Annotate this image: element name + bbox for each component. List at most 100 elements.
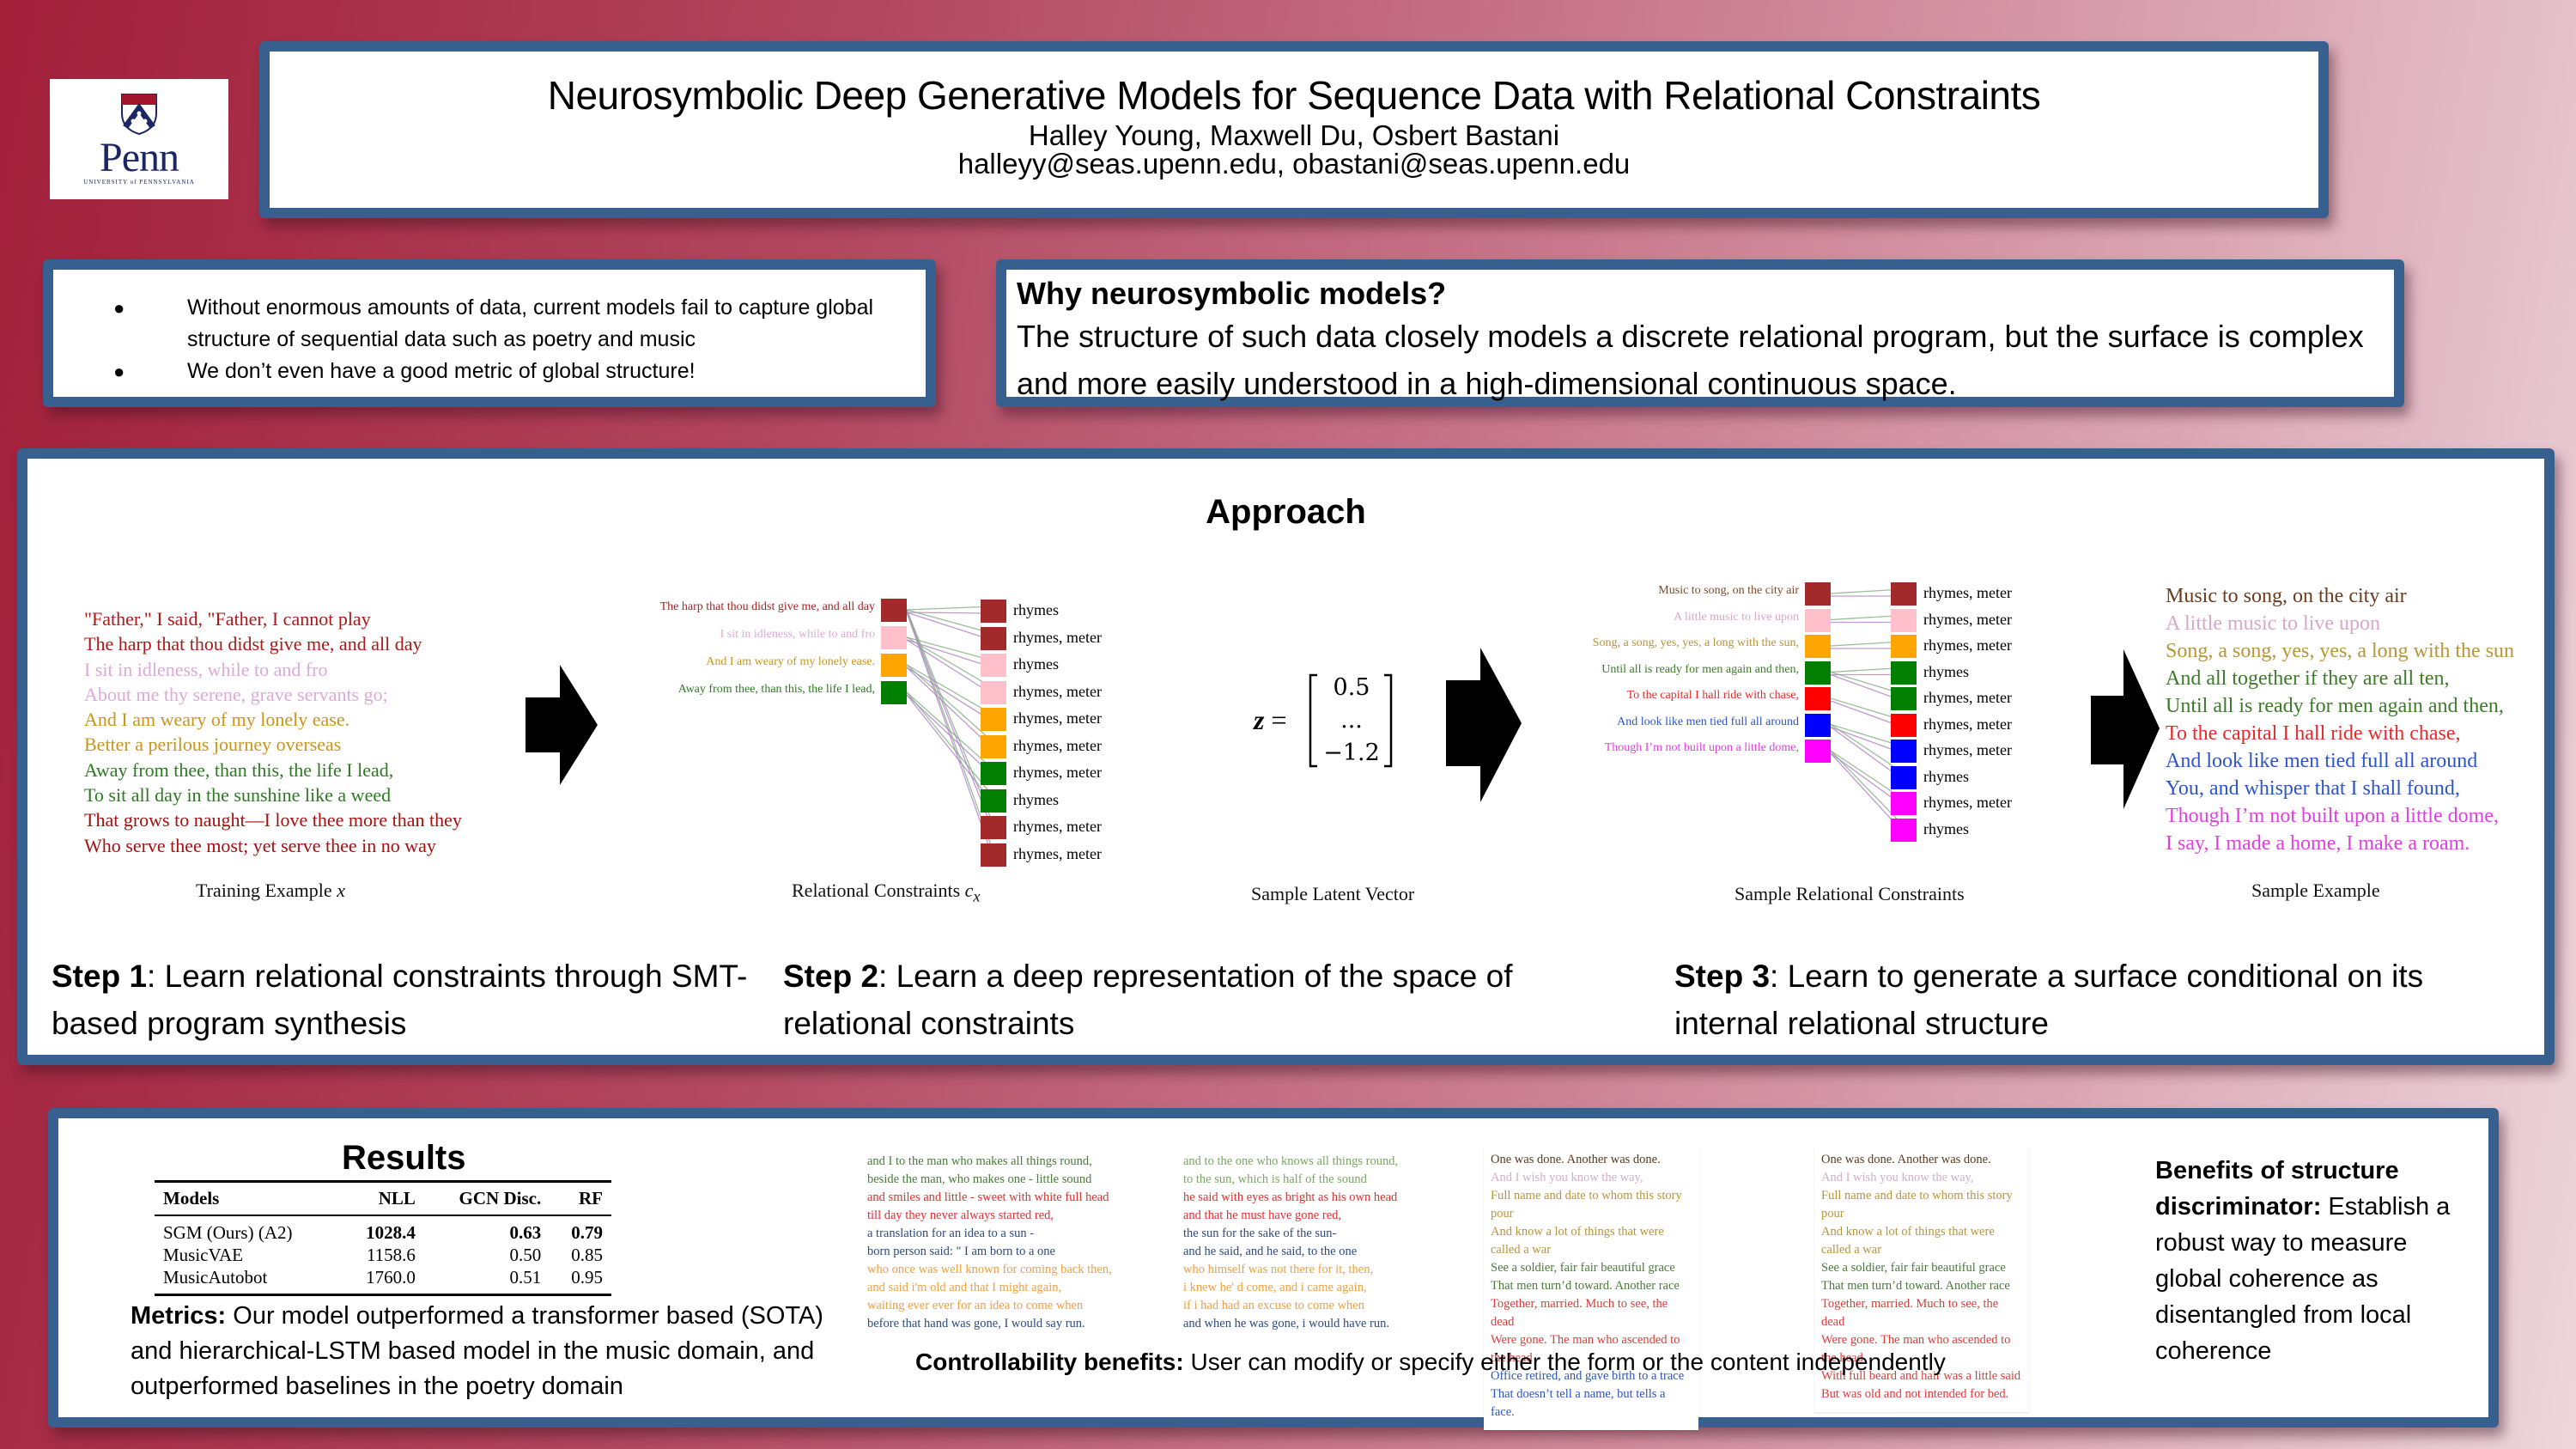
constraint-label: rhymes, meter xyxy=(1013,682,1102,700)
latent-caption: Sample Latent Vector xyxy=(1251,883,1415,904)
step-2: Step 2: Learn a deep representation of t… xyxy=(783,953,1522,1047)
constraint-label: rhymes, meter xyxy=(1013,844,1102,862)
poem-line: Full name and date to whom this story po… xyxy=(1821,1189,2013,1221)
constraint-edge xyxy=(906,612,993,857)
constraint-edge xyxy=(906,612,993,642)
constraint-node xyxy=(881,654,907,677)
poem-line: Though I’m not built upon a little dome, xyxy=(2166,805,2499,827)
arrow-right-icon xyxy=(526,665,598,785)
step-1: Step 1: Learn relational constraints thr… xyxy=(52,953,790,1047)
constraint-node xyxy=(881,681,907,704)
poem-line: Song, a song, yes, yes, a long with the … xyxy=(2166,640,2514,662)
sample-constraints-caption: Sample Relational Constraints xyxy=(1735,883,1965,904)
poem-line: and when he was gone, i would have run. xyxy=(1183,1317,1389,1330)
metrics-text: Metrics: Our model outperformed a transf… xyxy=(131,1299,860,1404)
poem-line: And look like men tied full all around xyxy=(2166,750,2478,772)
constraint-target-node xyxy=(1891,661,1917,685)
generated-poem: One was done. Another was done.And I wis… xyxy=(1814,1146,2029,1412)
constraint-node xyxy=(1805,740,1831,763)
table-cell: 0.85 xyxy=(571,1245,603,1265)
poem-line: and to the one who knows all things roun… xyxy=(1183,1154,1399,1168)
poem-line: One was done. Another was done. xyxy=(1491,1153,1661,1166)
constraint-label: rhymes, meter xyxy=(1923,794,2012,811)
constraint-target-node xyxy=(981,680,1006,704)
caption-sub: x xyxy=(973,887,981,905)
latent-var: z xyxy=(1254,704,1265,735)
poem-line: if i had had an excuse to come when xyxy=(1183,1299,1364,1312)
constraint-edge xyxy=(1830,750,1904,800)
poem-line: One was done. Another was done. xyxy=(1821,1153,1991,1166)
poem-line: That doesn’t tell a name, but tells a fa… xyxy=(1491,1387,1666,1419)
constraint-node xyxy=(1805,713,1831,737)
constraint-target-node xyxy=(981,708,1006,731)
poster-title: Neurosymbolic Deep Generative Models for… xyxy=(547,73,2041,118)
constraint-node xyxy=(1805,661,1831,685)
poem-line: And know a lot of things that were calle… xyxy=(1491,1225,1664,1257)
constraint-label: rhymes xyxy=(1013,601,1059,618)
column-header: GCN Disc. xyxy=(423,1181,550,1216)
poster-authors: Halley Young, Maxwell Du, Osbert Bastani xyxy=(1028,119,1560,151)
controllability-text: Controllability benefits: User can modif… xyxy=(915,1349,1946,1376)
poem-line: You, and whisper that I shall found, xyxy=(2166,777,2460,800)
constraint-target-node xyxy=(981,654,1006,677)
penn-shield-icon xyxy=(120,93,158,136)
approach-title: Approach xyxy=(1206,493,1366,531)
generated-poem: One was done. Another was done. And I wis… xyxy=(1484,1146,1698,1430)
constraint-source-line: And look like men tied full all around xyxy=(1617,715,1799,728)
caption-text: Training Example xyxy=(196,880,332,901)
poem-line: and said i'm old and that I might again, xyxy=(867,1281,1062,1294)
constraint-label: rhymes xyxy=(1013,655,1059,673)
constraint-target-node xyxy=(981,816,1006,839)
poem-line: who himself was not there for it, then, xyxy=(1183,1263,1374,1276)
poem-line: But was old and not intended for bed. xyxy=(1821,1387,2009,1401)
constraint-edge xyxy=(1830,723,1904,774)
step-text: : Learn relational constraints through S… xyxy=(52,959,748,1041)
poem-line: About me thy serene, grave servants go; xyxy=(84,683,388,705)
bullet-icon: ● xyxy=(113,297,125,319)
intro-panel: ●Without enormous amounts of data, curre… xyxy=(43,259,936,407)
penn-subtitle: UNIVERSITY of PENNSYLVANIA xyxy=(83,179,195,186)
generated-poem: and I to the man who makes all things ro… xyxy=(867,1153,1112,1333)
constraint-edge xyxy=(906,694,993,803)
constraint-source-line: Until all is ready for men again and the… xyxy=(1601,662,1799,676)
generated-poem: and to the one who knows all things roun… xyxy=(1183,1153,1398,1333)
poem-line: the sun for the sake of the sun- xyxy=(1183,1227,1337,1240)
controllability-body: User can modify or specify either the fo… xyxy=(1183,1349,1946,1375)
constraint-node xyxy=(1805,608,1831,632)
constraint-label: rhymes, meter xyxy=(1013,709,1102,727)
table-cell: 1158.6 xyxy=(366,1245,416,1265)
table-cell: 0.51 xyxy=(509,1267,542,1288)
poem-line: Music to song, on the city air xyxy=(2166,585,2407,607)
poem-line: And I wish you know the way, xyxy=(1491,1171,1643,1184)
constraint-label: rhymes, meter xyxy=(1923,741,2012,758)
poem-line: I sit in idleness, while to and fro xyxy=(84,658,328,680)
constraint-target-node xyxy=(1891,765,1917,789)
poem-line: Together, married. Much to see, the dead xyxy=(1821,1297,1999,1329)
constraint-label: rhymes, meter xyxy=(1923,715,2012,733)
poem-line: To the capital I hall ride with chase, xyxy=(2166,722,2461,745)
poem-line: Office retired, and gave birth to a trac… xyxy=(1491,1369,1685,1383)
why-panel: Why neurosymbolic models? The structure … xyxy=(996,259,2404,407)
poem-line: And I am weary of my lonely ease. xyxy=(84,709,350,731)
step-label: Step 1 xyxy=(52,959,148,994)
constraint-target-node xyxy=(981,734,1006,758)
constraint-target-node xyxy=(981,843,1006,867)
poem-line: Together, married. Much to see, the dead xyxy=(1491,1297,1668,1329)
arrow-right-icon xyxy=(2091,649,2160,809)
constraint-label: rhymes, meter xyxy=(1013,736,1102,754)
poem-line: and that he must have gone red, xyxy=(1183,1209,1342,1222)
latent-equation: z = xyxy=(1254,704,1287,735)
constraint-source-line: To the capital I hall ride with chase, xyxy=(1626,689,1799,702)
constraint-source-line: Music to song, on the city air xyxy=(1658,584,1799,597)
poem-line: The harp that thou didst give me, and al… xyxy=(84,633,422,655)
constraint-target-node xyxy=(1891,792,1917,815)
poem-line: Away from thee, than this, the life I le… xyxy=(84,758,394,781)
poem-line: waiting ever ever for an idea to come wh… xyxy=(867,1299,1084,1312)
why-body: The structure of such data closely model… xyxy=(1017,319,2364,401)
constraint-label: rhymes, meter xyxy=(1013,818,1102,835)
poem-line: To sit all day in the sunshine like a we… xyxy=(84,784,392,807)
latent-value: −1.2 xyxy=(1323,740,1380,766)
constraint-label: rhymes, meter xyxy=(1923,610,2012,628)
